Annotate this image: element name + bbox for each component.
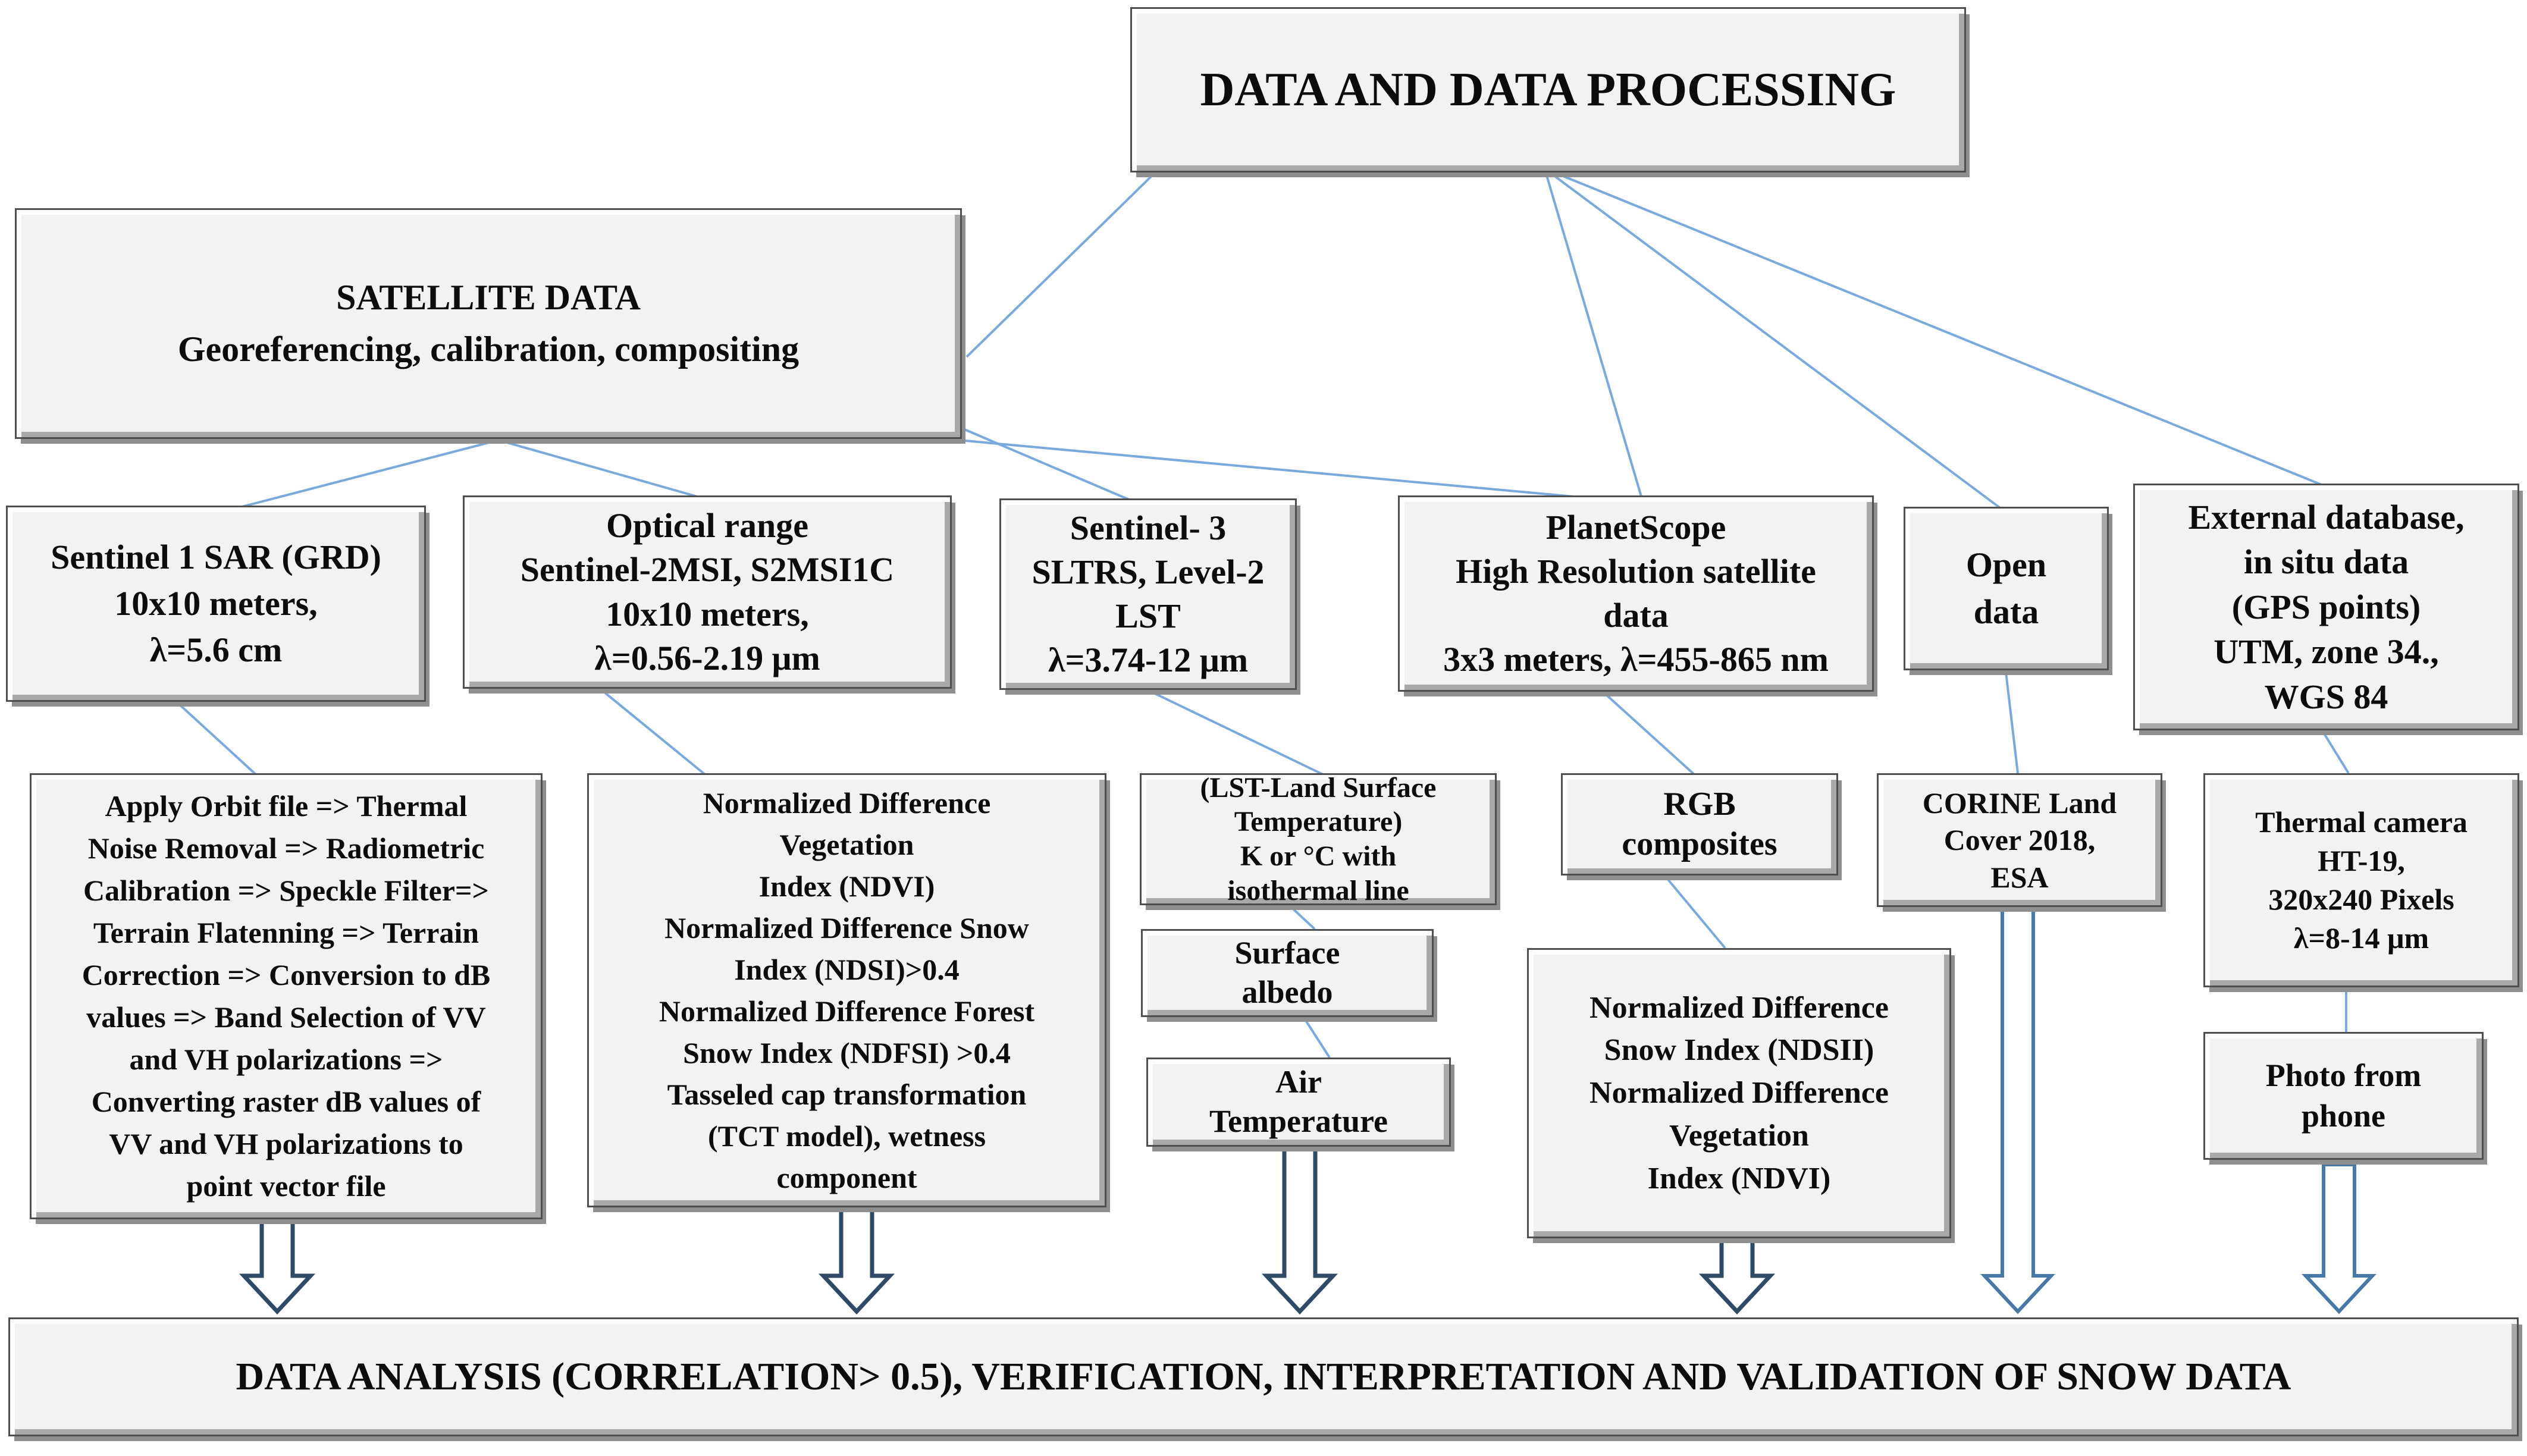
node-thermal-camera-label: Thermal camera HT-19, 320x240 Pixels λ=8… — [2255, 805, 2468, 955]
node-satellite-data: SATELLITE DATA Georeferencing, calibrati… — [15, 208, 962, 439]
node-thermal-camera: Thermal camera HT-19, 320x240 Pixels λ=8… — [2203, 773, 2519, 987]
node-external-database: External database, in situ data (GPS poi… — [2133, 484, 2519, 730]
node-surface-albedo: Surface albedo — [1141, 929, 1434, 1017]
node-lst: (LST-Land Surface Temperature) K or °C w… — [1140, 771, 1497, 906]
node-optical-range: Optical range Sentinel-2MSI, S2MSI1C 10x… — [463, 495, 952, 689]
node-data-analysis-label: DATA ANALYSIS (CORRELATION> 0.5), VERIFI… — [236, 1355, 2291, 1398]
line-title-to-planetscope — [1545, 175, 1643, 499]
line-optical-to-indices — [597, 686, 706, 776]
node-data-analysis: DATA ANALYSIS (CORRELATION> 0.5), VERIFI… — [8, 1317, 2519, 1436]
node-sentinel1: Sentinel 1 SAR (GRD) 10x10 meters, λ=5.6… — [6, 506, 426, 702]
node-planet-indices-label: Normalized Difference Snow Index (NDSII)… — [1589, 990, 1889, 1195]
line-lst-to-albedo — [1287, 903, 1316, 930]
line-rgb-to-planet-indices — [1664, 876, 1726, 949]
arrow-sar-to-analysis — [239, 1218, 316, 1315]
line-opendata-to-corine — [2005, 671, 2019, 774]
node-air-temperature-label: Air Temperature — [1209, 1064, 1388, 1139]
line-sentinel3-to-lst — [1150, 691, 1327, 777]
node-satellite-data-label: SATELLITE DATA Georeferencing, calibrati… — [177, 278, 800, 369]
line-planetscope-to-rgb — [1605, 694, 1695, 776]
arrow-optical-indices-to-analysis — [818, 1206, 895, 1315]
line-external-to-thermal — [2322, 732, 2350, 774]
arrow-airtemp-to-analysis — [1261, 1144, 1338, 1315]
node-sentinel1-label: Sentinel 1 SAR (GRD) 10x10 meters, λ=5.6… — [51, 537, 381, 670]
line-title-to-external-database — [1561, 174, 2327, 488]
node-title: DATA AND DATA PROCESSING — [1130, 7, 1966, 172]
arrow-corine-to-analysis — [1980, 907, 2055, 1314]
node-air-temperature: Air Temperature — [1146, 1058, 1451, 1147]
node-optical-range-label: Optical range Sentinel-2MSI, S2MSI1C 10x… — [520, 506, 895, 677]
node-open-data-label: Open data — [1965, 545, 2047, 631]
node-sentinel3: Sentinel- 3 SLTRS, Level-2 LST λ=3.74-12… — [999, 498, 1297, 690]
node-corine: CORINE Land Cover 2018, ESA — [1877, 773, 2162, 907]
node-sar-processing-label: Apply Orbit file => Thermal Noise Remova… — [81, 789, 491, 1203]
node-corine-label: CORINE Land Cover 2018, ESA — [1922, 786, 2117, 894]
node-rgb-composites-label: RGB composites — [1622, 785, 1777, 862]
node-surface-albedo-label: Surface albedo — [1234, 935, 1340, 1010]
arrow-photo-to-analysis — [2302, 1163, 2376, 1314]
node-photo-from-phone-label: Photo from phone — [2265, 1058, 2422, 1134]
node-optical-indices-label: Normalized Difference Vegetation Index (… — [659, 786, 1035, 1194]
node-rgb-composites: RGB composites — [1561, 773, 1838, 876]
node-planetscope-label: PlanetScope High Resolution satellite da… — [1443, 507, 1829, 679]
node-optical-indices: Normalized Difference Vegetation Index (… — [587, 773, 1106, 1207]
node-planetscope: PlanetScope High Resolution satellite da… — [1398, 495, 1874, 692]
node-title-label: DATA AND DATA PROCESSING — [1200, 63, 1896, 116]
line-satellite-to-optical — [498, 439, 708, 501]
arrow-planet-indices-to-analysis — [1698, 1238, 1776, 1315]
node-external-database-label: External database, in situ data (GPS poi… — [2188, 498, 2465, 716]
line-albedo-to-airtemp — [1302, 1015, 1331, 1059]
node-sar-processing: Apply Orbit file => Thermal Noise Remova… — [30, 773, 543, 1219]
line-satellite-to-sentinel3 — [958, 426, 1134, 503]
node-planet-indices: Normalized Difference Snow Index (NDSII)… — [1527, 948, 1951, 1238]
node-photo-from-phone: Photo from phone — [2203, 1032, 2484, 1160]
line-satellite-to-planetscope — [958, 439, 1607, 501]
line-title-to-open-data — [1553, 174, 2003, 510]
line-satellite-to-sentinel1 — [234, 439, 499, 510]
line-sentinel1-to-sar-processing — [177, 702, 257, 776]
line-title-to-satellite — [965, 172, 1155, 358]
node-open-data: Open data — [1904, 507, 2109, 670]
node-lst-label: (LST-Land Surface Temperature) K or °C w… — [1200, 771, 1437, 906]
node-sentinel3-label: Sentinel- 3 SLTRS, Level-2 LST λ=3.74-12… — [1032, 508, 1265, 680]
